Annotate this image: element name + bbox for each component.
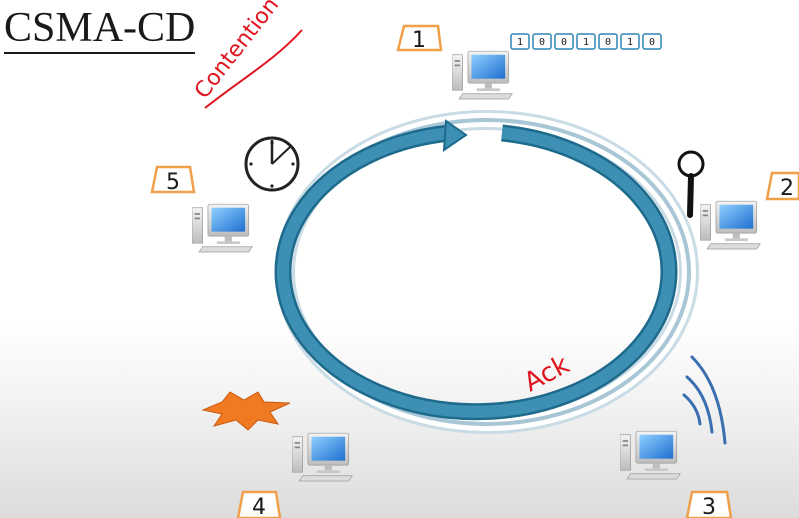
node-label-box [765, 171, 799, 201]
node-2[interactable]: 2 [700, 171, 799, 250]
frame-bit: 0 [539, 37, 545, 48]
magnifier-icon [677, 150, 705, 218]
contention-label: Contention [190, 0, 284, 104]
frame-bit: 1 [583, 37, 589, 48]
node-4[interactable]: 4 [236, 432, 353, 518]
node-label-box [236, 490, 282, 518]
node-label: 5 [166, 170, 180, 195]
contention-annotation: Contention [190, 0, 284, 104]
page-title: CSMA-CD [4, 6, 196, 54]
frame-bit: 1 [627, 37, 633, 48]
node-label: 1 [412, 28, 426, 53]
ring [274, 110, 699, 434]
clock-icon [244, 136, 300, 192]
node-label-box [685, 490, 733, 518]
node-5[interactable]: 5 [150, 165, 253, 253]
frame-bit-box [510, 33, 530, 50]
frame-bit-box [554, 33, 574, 50]
frame-bit-box [576, 33, 596, 50]
frame-bit-box [598, 33, 618, 50]
computer-icon [452, 50, 513, 100]
frame-bit: 0 [649, 37, 655, 48]
arrow-head [442, 119, 468, 152]
node-label: 2 [780, 176, 794, 201]
collision-burst-icon [201, 391, 291, 431]
node-3[interactable]: 3 [620, 430, 733, 518]
frame-bit: 0 [561, 37, 567, 48]
node-label-box [150, 165, 196, 194]
frame-bit-box [620, 33, 640, 50]
frame-bit-box [532, 33, 552, 50]
frame-bit-box [642, 33, 662, 50]
node-label-box [396, 24, 443, 52]
frame-bit: 0 [605, 37, 611, 48]
contention-underline [204, 29, 303, 109]
node-1[interactable]: 1 [396, 24, 513, 100]
frame-bits: 1 0 0 1 0 1 0 [510, 33, 662, 50]
node-label: 3 [702, 495, 716, 518]
computer-icon [620, 430, 681, 480]
signal-waves-icon [682, 355, 727, 445]
computer-icon [292, 432, 353, 482]
computer-icon [700, 200, 761, 250]
frame-bit: 1 [517, 37, 523, 48]
node-label: 4 [252, 495, 266, 518]
computer-icon [192, 203, 253, 253]
